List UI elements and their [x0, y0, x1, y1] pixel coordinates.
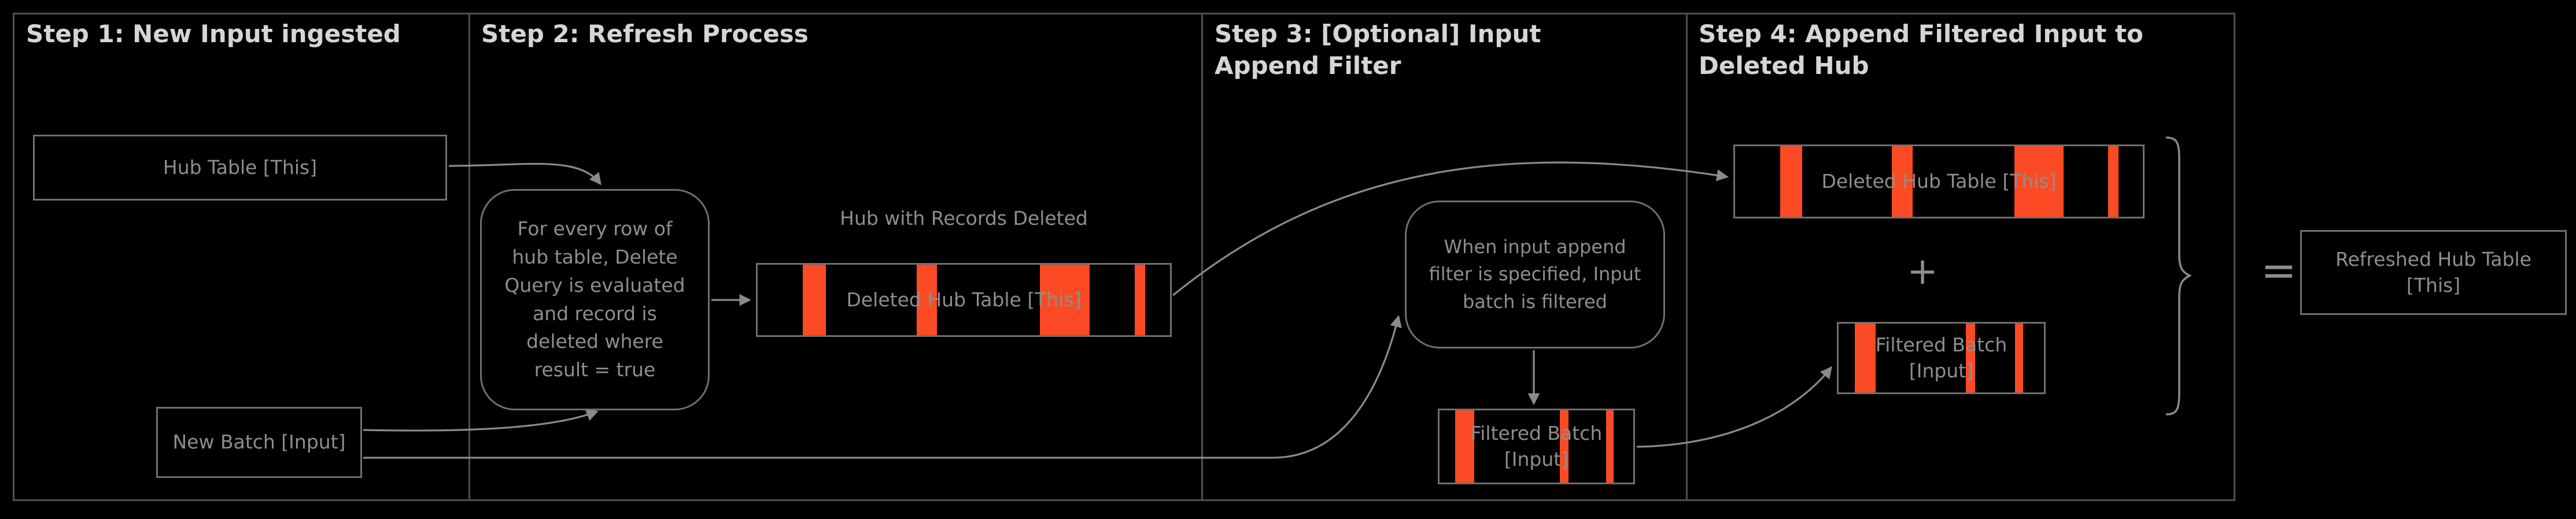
panel-divider-3 — [1686, 13, 1688, 501]
stripe-mark — [1135, 265, 1146, 335]
stripe-mark — [2108, 146, 2119, 217]
append-filter-text: When input append filter is specified, I… — [1429, 235, 1641, 313]
filtered-batch-box-step3: Filtered Batch [Input] — [1438, 409, 1635, 484]
refreshed-hub-table-box: Refreshed Hub Table [This] — [2300, 230, 2567, 315]
stripe-mark — [2015, 324, 2024, 392]
filtered-batch-label-step4: Filtered Batch [Input] — [1875, 333, 2007, 382]
stripe-mark — [1455, 410, 1475, 483]
step3-title: Step 3: [Optional] Input Append Filter — [1215, 20, 1541, 80]
step4-title: Step 4: Append Filtered Input to Deleted… — [1699, 20, 2143, 80]
stripe-mark — [1892, 146, 1913, 217]
hub-table-label: Hub Table [This] — [163, 155, 318, 179]
stripe-mark — [803, 265, 826, 335]
step2-title: Step 2: Refresh Process — [481, 20, 809, 48]
filtered-batch-label-step3: Filtered Batch [Input] — [1470, 421, 1603, 470]
stripe-mark — [1780, 146, 1803, 217]
deleted-hub-table-label-step4: Deleted Hub Table [This] — [1821, 169, 2057, 192]
diagram-outer-border — [13, 13, 2235, 501]
hub-records-deleted-caption: Hub with Records Deleted — [840, 207, 1088, 229]
equals-sign: = — [2260, 246, 2297, 295]
delete-process-box: For every row of hub table, Delete Query… — [480, 189, 710, 410]
deleted-hub-table-box-step4: Deleted Hub Table [This] — [1733, 144, 2145, 218]
plus-sign: + — [1907, 250, 1938, 293]
stripe-mark — [1559, 410, 1569, 483]
stripe-mark — [1966, 324, 1976, 392]
hub-table-box: Hub Table [This] — [33, 135, 447, 201]
deleted-hub-table-label-step2: Deleted Hub Table [This] — [846, 288, 1082, 311]
stripe-mark — [1606, 410, 1614, 483]
new-batch-label: New Batch [Input] — [172, 431, 346, 454]
step1-title: Step 1: New Input ingested — [26, 20, 401, 48]
stripe-mark — [1855, 324, 1876, 392]
stripe-mark — [2014, 146, 2064, 217]
deleted-hub-table-box-step2: Deleted Hub Table [This] — [756, 263, 1172, 337]
append-filter-box: When input append filter is specified, I… — [1405, 201, 1665, 349]
refreshed-hub-table-label: Refreshed Hub Table [This] — [2335, 247, 2531, 296]
delete-process-text: For every row of hub table, Delete Query… — [504, 217, 685, 381]
panel-divider-1 — [468, 13, 470, 501]
filtered-batch-box-step4: Filtered Batch [Input] — [1837, 322, 2046, 394]
new-batch-box: New Batch [Input] — [156, 407, 362, 478]
panel-divider-2 — [1201, 13, 1203, 501]
